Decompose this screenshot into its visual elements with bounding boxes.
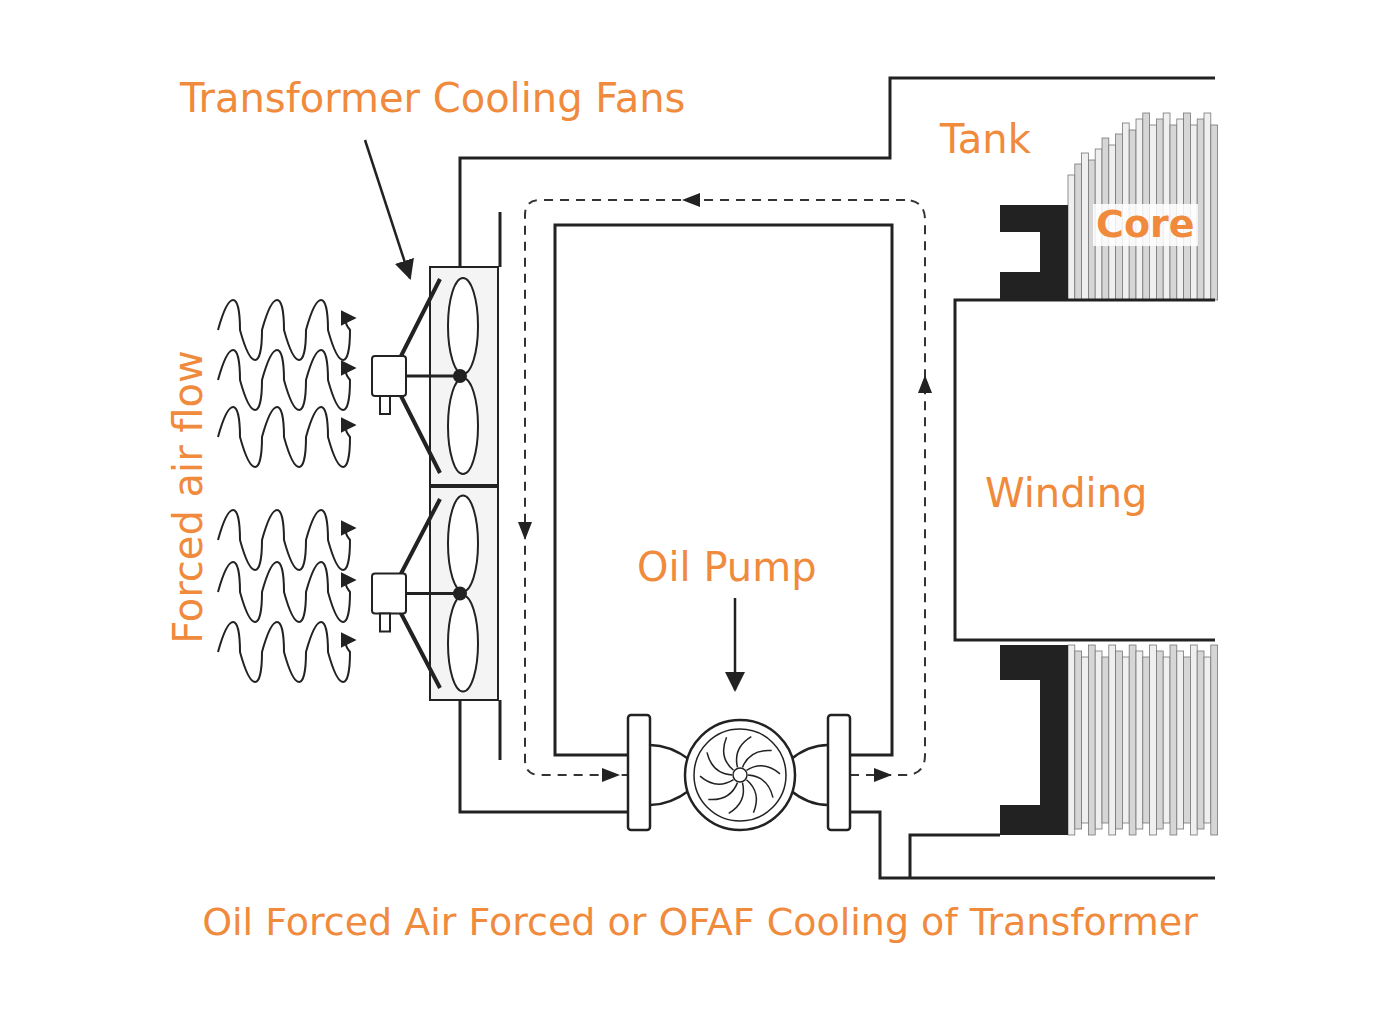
lamination (1197, 651, 1204, 829)
fan-hub (454, 370, 466, 382)
flow-arrow (602, 768, 620, 782)
pump-body (685, 720, 795, 830)
cooling-fan (372, 487, 498, 700)
flow-arrow (874, 768, 892, 782)
lamination (1184, 657, 1191, 823)
oil-flow-path (525, 200, 925, 775)
lamination (1075, 164, 1082, 300)
core-clamps (1000, 205, 1068, 835)
lamination (1211, 125, 1218, 300)
lamination (1170, 645, 1177, 835)
callout-label: Oil Pump (637, 545, 817, 589)
air-wave (218, 407, 355, 467)
cooling-fan (372, 267, 498, 485)
air-wave (218, 300, 355, 360)
flow-arrow (918, 375, 932, 393)
impeller-vane (742, 750, 771, 767)
impeller-vane (700, 776, 734, 784)
core-clamp (1000, 645, 1068, 835)
winding-space (955, 300, 1215, 640)
fan-hub (454, 588, 466, 600)
oil-flow-line (850, 200, 925, 775)
lamination (1136, 651, 1143, 829)
lamination (1177, 651, 1184, 829)
lamination (1150, 645, 1157, 835)
lamination (1129, 645, 1136, 835)
lamination (1095, 651, 1102, 829)
impeller-vane (746, 780, 756, 813)
pipe-inner-wall (555, 225, 892, 755)
flow-arrow (682, 193, 700, 207)
lamination (1190, 645, 1197, 835)
pump-impeller (700, 737, 780, 814)
leader-lines (365, 140, 735, 690)
fan-blade (448, 496, 478, 592)
fan-shaft (406, 592, 455, 595)
lamination (1109, 645, 1116, 835)
flow-label: Forced air flow (166, 350, 210, 644)
pump-flange (828, 715, 850, 830)
part-label: Core (1093, 204, 1198, 246)
air-wave (218, 622, 355, 682)
fan-motor (372, 574, 406, 614)
part-label: Winding (985, 471, 1147, 515)
fan-shaft (406, 375, 455, 378)
impeller-vane (746, 766, 780, 774)
oil-flow-line (525, 200, 905, 775)
lamination (1068, 175, 1075, 300)
lamination (1122, 657, 1129, 823)
lamination (1068, 645, 1075, 835)
lamination (1116, 651, 1123, 829)
fan-motor (372, 356, 406, 396)
part-label: Tank (940, 117, 1031, 161)
lamination (1082, 657, 1089, 823)
tank-inner-wall (910, 835, 1000, 878)
impeller-vane (708, 783, 737, 800)
fan-motor-foot (380, 396, 390, 414)
air-wave (218, 562, 355, 622)
lamination (1075, 651, 1082, 829)
air-flow-waves (218, 300, 355, 682)
lamination (1211, 645, 1218, 835)
flow-arrow (518, 522, 532, 540)
callout-label: Transformer Cooling Fans (180, 76, 685, 120)
tank-outline (460, 78, 1215, 878)
tank-wall (460, 760, 628, 812)
pump-flange (628, 715, 650, 830)
core-clamp (1000, 205, 1068, 300)
fan-blade (448, 596, 478, 692)
fan-blade (448, 278, 478, 374)
fan-motor-foot (380, 614, 390, 632)
lamination (1082, 153, 1089, 300)
oil-flow-arrows (518, 193, 932, 782)
tank-wall (459, 700, 462, 760)
cooling-fans (372, 267, 498, 700)
leader-line (734, 598, 737, 690)
pump-casing (694, 729, 786, 821)
air-wave (218, 350, 355, 410)
leader-line (365, 140, 410, 278)
caption: Oil Forced Air Forced or OFAF Cooling of… (202, 902, 1198, 944)
lamination (1204, 657, 1211, 823)
lamination (1156, 651, 1163, 829)
lamination (1197, 119, 1204, 300)
impeller-vane (724, 737, 734, 770)
lamination (1102, 657, 1109, 823)
lamination (1204, 113, 1211, 300)
lamination (1088, 645, 1095, 835)
fan-blade (448, 378, 478, 474)
lamination (1163, 657, 1170, 823)
impeller-hub (733, 768, 747, 782)
air-wave (218, 510, 355, 570)
lamination (1143, 657, 1150, 823)
oil-pump (628, 715, 850, 830)
